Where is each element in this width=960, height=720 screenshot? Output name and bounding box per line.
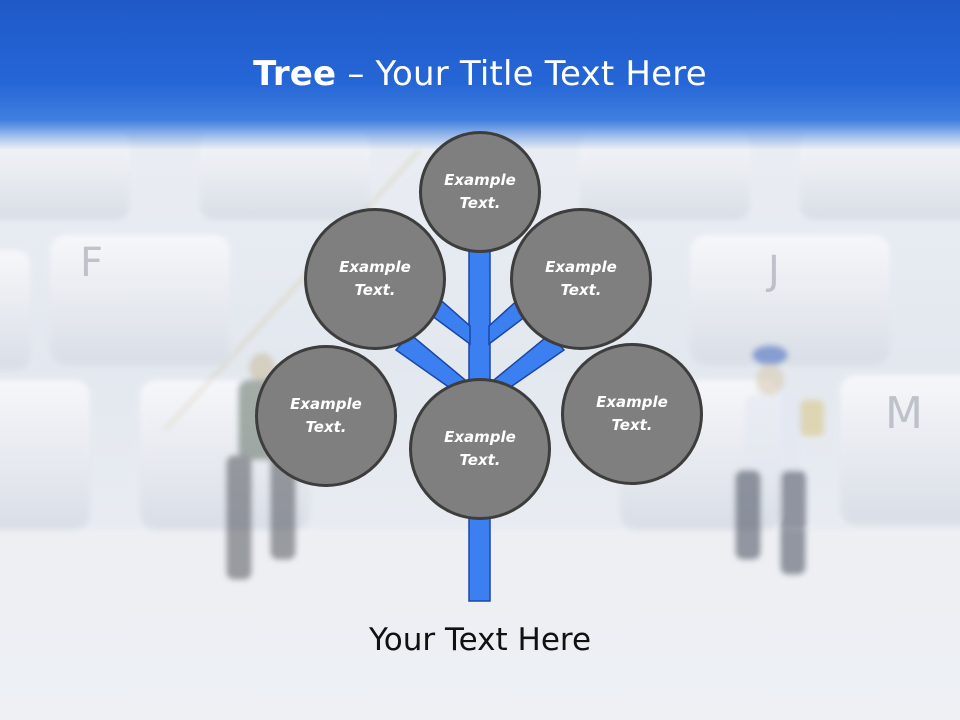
footer-text: Your Text Here (368, 622, 592, 658)
key-letter-f: F (80, 240, 104, 286)
slide-title: Tree – Your Title Text Here (0, 54, 960, 94)
node-label: Example Text. (444, 428, 516, 469)
tree-node-center: Example Text. (409, 378, 551, 520)
title-strong: Tree (253, 54, 337, 94)
tree-node-top: Example Text. (419, 131, 541, 253)
tree-node-lower-right: Example Text. (561, 343, 703, 485)
tree-node-lower-left: Example Text. (255, 345, 397, 487)
title-rest: – Your Title Text Here (336, 54, 707, 94)
key-letter-m: M (885, 388, 923, 439)
tree-node-upper-right: Example Text. (510, 208, 652, 350)
node-label: Example Text. (339, 258, 411, 299)
header-band (0, 0, 960, 150)
node-label: Example Text. (290, 395, 362, 436)
node-label: Example Text. (545, 258, 617, 299)
node-label: Example Text. (596, 393, 668, 434)
key-letter-j: J (768, 248, 780, 294)
tree-node-upper-left: Example Text. (304, 208, 446, 350)
node-label: Example Text. (444, 171, 516, 212)
